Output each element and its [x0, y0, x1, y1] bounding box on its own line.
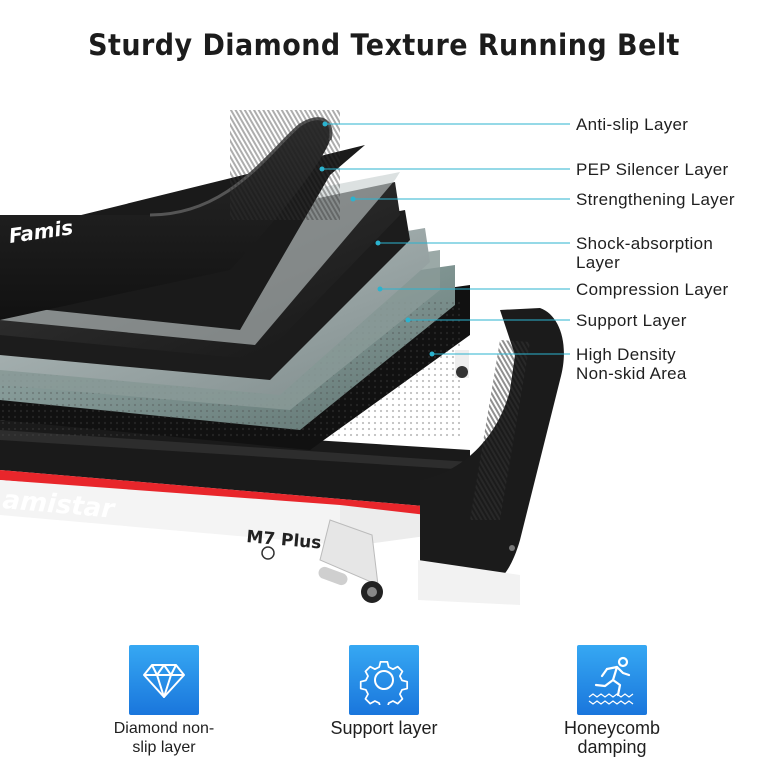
label-shock-absorption-layer: Shock-absorption Layer: [576, 234, 714, 272]
runner-honeycomb-icon: [588, 656, 634, 705]
feature-caption-honeycomb: Honeycomb damping: [563, 718, 661, 757]
label-anti-slip-layer: Anti-slip Layer: [576, 115, 689, 134]
leader-dots: [319, 121, 435, 357]
label-strengthening-layer: Strengthening Layer: [576, 190, 735, 209]
gear-icon-box: [349, 645, 419, 715]
feature-diamond-non-slip: Diamond non- slip layer: [74, 645, 254, 757]
feature-support-layer: Support layer: [294, 645, 474, 738]
label-compression-layer: Compression Layer: [576, 280, 729, 299]
runner-honeycomb-icon-box: [577, 645, 647, 715]
rear-end-cap: [418, 308, 564, 605]
page-title: Sturdy Diamond Texture Running Belt: [88, 28, 680, 62]
feature-caption-support: Support layer: [330, 718, 438, 738]
label-pep-silencer-layer: PEP Silencer Layer: [576, 160, 729, 179]
gear-icon: [359, 661, 409, 705]
diamond-icon-box: [129, 645, 199, 715]
label-high-density-non-skid-area: High Density Non-skid Area: [576, 345, 687, 383]
feature-caption-diamond: Diamond non- slip layer: [113, 720, 215, 756]
diamond-icon: [143, 664, 185, 698]
belt-layers: Famis: [0, 110, 470, 450]
leader-lines: [322, 123, 570, 355]
deck-frame: [0, 420, 470, 603]
feature-honeycomb-damping: Honeycomb damping: [522, 645, 702, 757]
label-support-layer: Support Layer: [576, 311, 687, 330]
